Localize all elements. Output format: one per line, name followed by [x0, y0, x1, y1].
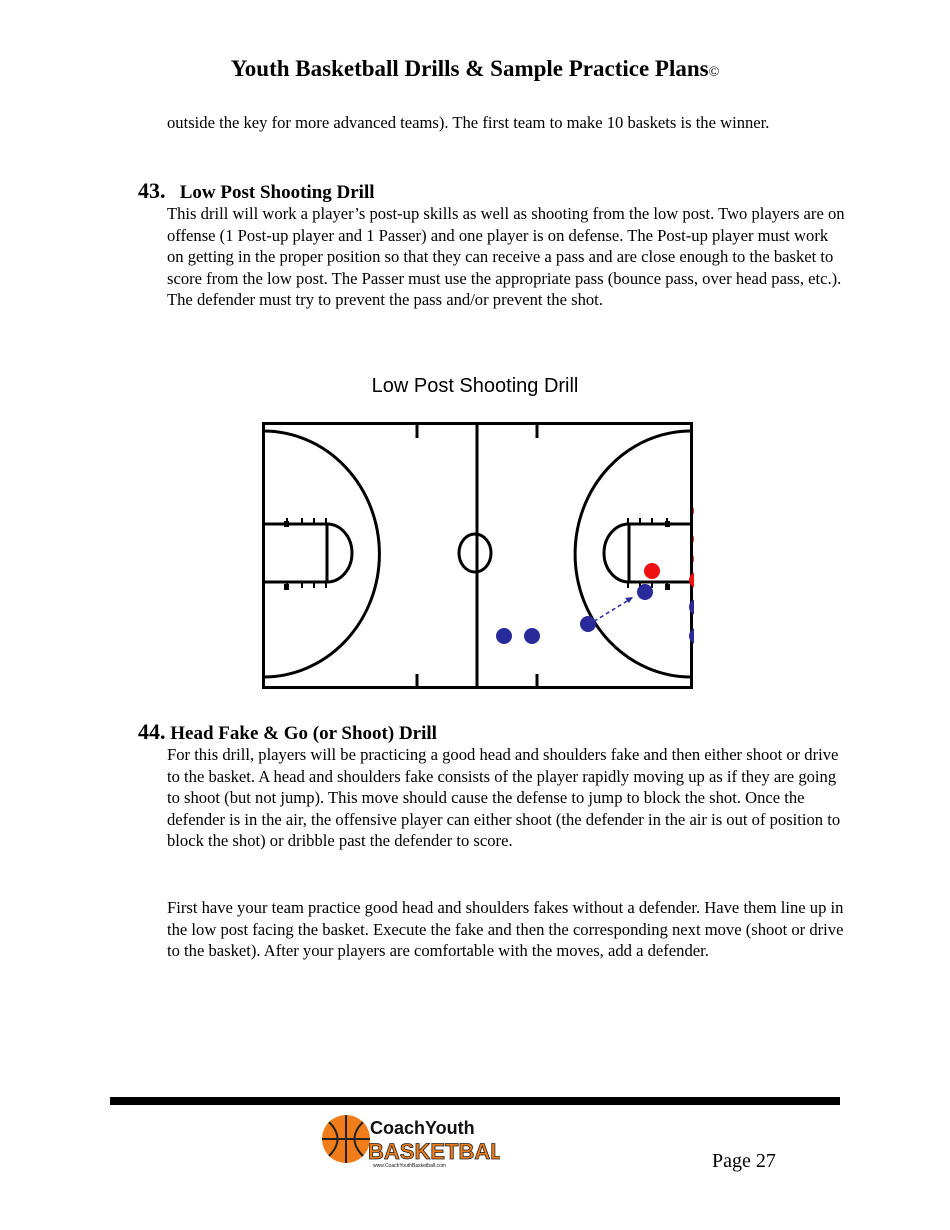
left-key — [263, 522, 354, 584]
logo-text-line2: BASKETBALL — [368, 1139, 500, 1164]
footer-divider — [110, 1097, 840, 1105]
page-number: Page 27 — [712, 1150, 776, 1172]
red-player — [693, 555, 694, 563]
intro-paragraph: outside the key for more advanced teams)… — [167, 113, 770, 132]
left-three-point-arc — [263, 429, 381, 679]
section-44-heading: 44. Head Fake & Go (or Shoot) Drill — [138, 719, 437, 745]
copyright-symbol: © — [708, 65, 720, 80]
block-mark — [665, 521, 670, 527]
right-key — [602, 522, 691, 584]
red-player — [689, 572, 694, 588]
court-lines — [262, 422, 693, 689]
section-44-title: Head Fake & Go (or Shoot) Drill — [170, 723, 437, 744]
section-44-number: 44. — [138, 719, 166, 744]
center-circle — [457, 532, 493, 574]
pass-arrowhead — [625, 597, 633, 603]
red-player — [644, 563, 660, 579]
blue-player — [637, 584, 653, 600]
red-player — [693, 507, 694, 515]
pass-line — [587, 597, 633, 626]
block-mark — [284, 521, 289, 527]
section-44-body-1: For this drill, players will be practici… — [167, 745, 841, 850]
blue-player — [689, 628, 694, 644]
logo-url: www.CoachYouthBasketball.com — [373, 1163, 446, 1169]
diagram-title: Low Post Shooting Drill — [371, 375, 579, 397]
block-mark — [284, 584, 289, 590]
red-players — [644, 507, 694, 588]
section-44-body-2: First have your team practice good head … — [167, 898, 844, 960]
blue-players — [496, 584, 694, 644]
block-mark — [665, 584, 670, 590]
red-player — [693, 535, 694, 543]
section-43-number: 43. — [138, 178, 166, 203]
blue-player — [524, 628, 540, 644]
court-diagram — [262, 422, 694, 689]
right-three-point-arc — [573, 429, 692, 679]
coach-youth-basketball-logo: CoachYouth BASKETBALL www.CoachYouthBask… — [322, 1115, 500, 1169]
section-43-title: Low Post Shooting Drill — [179, 182, 375, 203]
page-header: Youth Basketball Drills & Sample Practic… — [0, 56, 950, 82]
section-43-body: This drill will work a player’s post-up … — [167, 204, 845, 309]
logo-text-line1: CoachYouth — [370, 1118, 475, 1138]
blue-player — [580, 616, 596, 632]
header-title: Youth Basketball Drills & Sample Practic… — [230, 56, 709, 81]
blue-player — [496, 628, 512, 644]
section-43-heading: 43. Low Post Shooting Drill — [138, 178, 375, 204]
blue-player — [689, 599, 694, 615]
